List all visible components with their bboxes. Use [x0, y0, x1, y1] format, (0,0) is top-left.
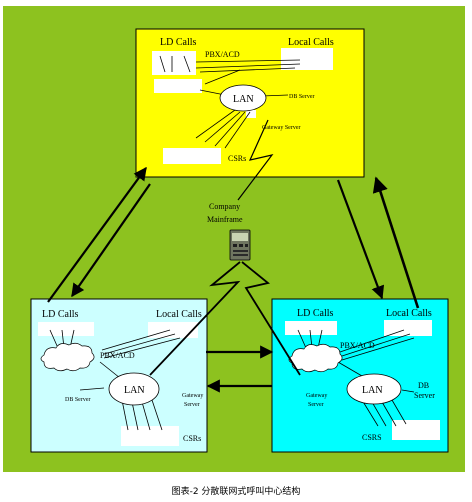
left-csrs-label: CSRs	[183, 434, 201, 443]
link-mainframe-left	[149, 261, 241, 376]
mainframe-label-1: Company	[209, 202, 240, 211]
right-gateway-label-2: Server	[308, 402, 324, 408]
arrow-top-to-right	[336, 179, 385, 300]
top-lan-label: LAN	[233, 94, 254, 105]
right-db-label-2: Server	[414, 391, 435, 400]
right-call-center: LD Calls Local Calls PBX/ACD LAN DB Serv…	[271, 298, 449, 453]
top-db-server-label: DB Server	[289, 94, 315, 100]
right-local-phones-block	[384, 320, 432, 336]
left-ld-phones-block	[38, 322, 94, 336]
left-local-calls-label: Local Calls	[156, 309, 202, 320]
figure-caption: 图表-2 分散联网式呼叫中心结构	[171, 487, 301, 497]
arrow-right-to-top	[372, 176, 420, 309]
right-lan-label: LAN	[362, 385, 383, 396]
top-call-center: LD Calls Local Calls PBX/ACD LAN DB Serv…	[135, 28, 365, 178]
link-top-mainframe	[237, 119, 274, 201]
left-local-phones-block	[148, 322, 198, 338]
left-ld-calls-label: LD Calls	[42, 309, 78, 320]
right-csrs-label: CSRS	[362, 433, 382, 442]
top-pbx-label: PBX/ACD	[205, 50, 240, 59]
local-phones-block	[281, 48, 333, 70]
right-db-label-1: DB	[418, 381, 429, 390]
right-gateway-label-1: Gateway	[306, 393, 327, 399]
right-ld-calls-label: LD Calls	[297, 308, 333, 319]
left-center-box	[30, 298, 208, 453]
left-pbx-label: PBX/ACD	[100, 351, 135, 360]
right-ld-phones-block	[285, 321, 337, 335]
csr-workstations-block	[163, 148, 221, 164]
top-gateway-label: Gateway Server	[262, 125, 300, 131]
top-csrs-label: CSRs	[228, 154, 246, 163]
right-lan-ellipse	[346, 373, 402, 405]
mainframe-label-2: Mainframe	[207, 215, 243, 224]
left-db-server-label: DB Server	[65, 397, 91, 403]
left-csr-workstations-block	[121, 426, 179, 446]
left-lan-ellipse	[108, 372, 160, 406]
left-gateway-label-2: Server	[184, 402, 200, 408]
mainframe-group: Company Mainframe	[207, 202, 251, 261]
left-gateway-label-1: Gateway	[182, 393, 203, 399]
gateway-stub	[246, 110, 256, 118]
top-local-calls-label: Local Calls	[288, 37, 334, 48]
arrow-top-to-left	[71, 183, 151, 298]
top-lan-ellipse	[219, 84, 267, 112]
link-mainframe-right	[241, 261, 301, 376]
right-local-calls-label: Local Calls	[386, 308, 432, 319]
top-ld-calls-label: LD Calls	[160, 37, 196, 48]
left-pstn-cloud	[40, 342, 95, 372]
right-csr-workstations-block	[392, 420, 440, 440]
pbx-block	[154, 79, 202, 93]
mainframe-computer-icon	[229, 229, 251, 261]
left-call-center: LD Calls Local Calls PBX/ACD LAN DB Serv…	[30, 298, 208, 453]
ld-phones-block	[152, 51, 196, 75]
arrow-left-to-top	[47, 166, 147, 303]
right-pbx-label: PBX/ACD	[340, 341, 375, 350]
left-lan-label: LAN	[124, 385, 145, 396]
